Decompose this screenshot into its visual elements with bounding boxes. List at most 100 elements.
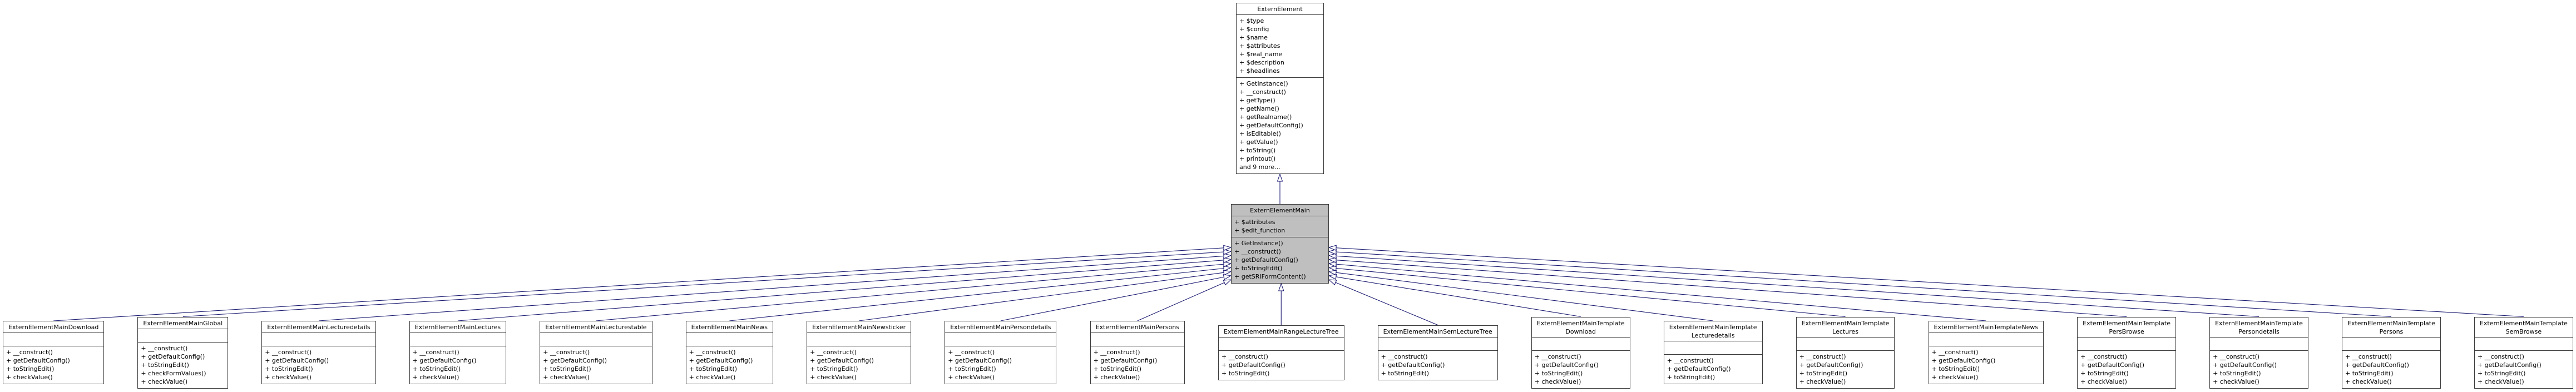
class-box[interactable]: ExternElementMainDownload + __construct(… [3, 321, 105, 384]
class-name: ExternElementMainTemplate Lectures [1801, 319, 1890, 335]
class-box[interactable]: ExternElementMainPersons + __construct()… [1090, 321, 1185, 384]
method-row: + getDefaultConfig() [689, 357, 753, 364]
method-row: + getDefaultConfig() [141, 353, 205, 360]
class-box[interactable]: ExternElementMainTemplate Persons + __co… [2342, 316, 2441, 389]
method-row: + __construct() [2477, 353, 2524, 360]
class-attributes: + $type+ $config+ $name+ $attributes+ $r… [1237, 14, 1323, 77]
class-methods: + __construct()+ getDefaultConfig()+ toS… [262, 346, 375, 384]
method-row: + getDefaultConfig() [6, 357, 70, 364]
inheritance-arrowhead [1328, 279, 1337, 286]
method-row: + __construct() [543, 349, 590, 356]
method-row: + GetInstance() [1239, 80, 1288, 87]
method-row: + __construct() [2345, 353, 2392, 360]
method-row: + __construct() [141, 344, 188, 352]
class-box[interactable]: ExternElementMainTemplate Lecturedetails… [1663, 321, 1763, 384]
method-row: + getDefaultConfig() [1234, 256, 1298, 264]
class-methods: + __construct()+ getDefaultConfig()+ toS… [409, 346, 506, 384]
attribute-row: + $type [1239, 17, 1264, 24]
class-attributes [3, 333, 104, 346]
class-name: ExternElementMainTemplate Lecturedetails [1669, 324, 1757, 339]
class-box[interactable]: ExternElementMainLecturedetails + __cons… [261, 321, 376, 384]
class-box[interactable]: ExternElementMainSemLectureTree + __cons… [1377, 325, 1498, 380]
inheritance-arrowhead [1328, 265, 1337, 271]
method-row: + getDefaultConfig() [265, 357, 329, 364]
method-row: + __construct() [1093, 349, 1140, 356]
inheritance-arrowhead [1328, 253, 1337, 259]
class-name: ExternElementMainPersons [1095, 324, 1179, 331]
class-name: ExternElementMainDownload [8, 324, 99, 331]
class-box[interactable]: ExternElementMainGlobal + __construct()+… [137, 316, 229, 389]
method-row: + checkValue() [2213, 378, 2259, 385]
method-row: + getDefaultConfig() [2213, 361, 2277, 369]
class-box[interactable]: ExternElementMainNewsticker + __construc… [807, 321, 912, 384]
class-box[interactable]: ExternElementMainTemplate Persondetails … [2209, 316, 2308, 389]
class-box[interactable]: ExternElementMainRangeLectureTree + __co… [1218, 325, 1344, 380]
method-row: + getDefaultConfig() [2477, 361, 2542, 369]
method-row: + getDefaultConfig() [948, 357, 1012, 364]
method-row: + checkValue() [1931, 374, 1979, 381]
attribute-row: + $attributes [1234, 219, 1275, 226]
class-attributes: + $attributes+ $edit_function [1232, 216, 1328, 237]
inheritance-edge [1336, 264, 1986, 321]
class-box[interactable]: ExternElementMainTemplate Lectures + __c… [1796, 316, 1895, 389]
class-methods: + __construct()+ getDefaultConfig()+ toS… [3, 346, 104, 384]
class-name: ExternElementMainTemplate Download [1536, 319, 1625, 335]
class-attributes [945, 333, 1056, 346]
method-row: + __construct() [810, 349, 857, 356]
method-row: + toStringEdit() [2213, 369, 2261, 377]
inheritance-arrowhead [1223, 249, 1232, 255]
attribute-row: + $headlines [1239, 67, 1280, 75]
class-methods: + __construct()+ getDefaultConfig()+ toS… [1090, 346, 1184, 384]
class-attributes [262, 333, 375, 346]
method-row: + getSRIFormContent() [1234, 273, 1306, 280]
method-row: + toStringEdit() [810, 365, 858, 373]
class-box[interactable]: ExternElementMainPersondetails + __const… [945, 321, 1057, 384]
method-row: + toStringEdit() [948, 365, 996, 373]
method-row: + getDefaultConfig() [810, 357, 874, 364]
method-row: + __construct() [1239, 88, 1286, 96]
method-row: + getValue() [1239, 138, 1278, 146]
class-box-extern-element[interactable]: ExternElement + $type+ $config+ $name+ $… [1236, 3, 1324, 174]
class-box[interactable]: ExternElementMainTemplateNews + __constr… [1928, 321, 2044, 384]
class-attributes [2078, 336, 2176, 350]
class-methods: + GetInstance()+ __construct()+ getDefau… [1232, 237, 1328, 283]
method-row: + toStringEdit() [2345, 369, 2394, 377]
method-row: + __construct() [1534, 353, 1581, 360]
class-box[interactable]: ExternElementMainTemplate SemBrowse + __… [2474, 316, 2573, 389]
class-box[interactable]: ExternElementMainLecturestable + __const… [540, 321, 652, 384]
class-methods: + __construct()+ getDefaultConfig()+ toS… [686, 346, 773, 384]
method-row: + __construct() [6, 349, 53, 356]
class-box[interactable]: ExternElementMainNews + __construct()+ g… [685, 321, 773, 384]
method-row: + toStringEdit() [1534, 369, 1583, 377]
inheritance-edge [53, 247, 1224, 321]
inheritance-arrowhead [1328, 274, 1337, 280]
method-row: + toStringEdit() [2080, 369, 2129, 377]
method-row: + getDefaultConfig() [1667, 365, 1731, 373]
method-row: + __construct() [1799, 353, 1846, 360]
class-methods: + __construct()+ getDefaultConfig()+ toS… [138, 341, 228, 388]
inheritance-arrowhead [1328, 261, 1337, 267]
class-box[interactable]: ExternElementMainTemplate Download + __c… [1531, 316, 1630, 389]
class-attributes [409, 333, 506, 346]
class-attributes [2342, 336, 2440, 350]
class-methods: + __construct()+ getDefaultConfig()+ toS… [1378, 350, 1497, 380]
method-row: + getDefaultConfig() [1931, 357, 1996, 364]
method-row: + checkValue() [6, 374, 53, 381]
class-box-extern-element-main[interactable]: ExternElementMain + $attributes+ $edit_f… [1231, 204, 1329, 284]
method-row: + __construct() [689, 349, 736, 356]
method-row: + getDefaultConfig() [1534, 361, 1599, 369]
class-box[interactable]: ExternElementMainLectures + __construct(… [409, 321, 507, 384]
method-row: + toStringEdit() [1931, 365, 1980, 373]
method-row: + checkValue() [412, 374, 459, 381]
method-row: + __construct() [1381, 353, 1428, 360]
method-row: + getDefaultConfig() [412, 357, 477, 364]
inheritance-edge [1336, 251, 2391, 317]
class-box[interactable]: ExternElementMainTemplate PersBrowse + _… [2077, 316, 2177, 389]
class-name: ExternElementMainLecturestable [545, 324, 647, 331]
class-name: ExternElementMainTemplate Persons [2347, 319, 2435, 335]
method-row: + checkValue() [1799, 378, 1846, 385]
class-attributes [1929, 333, 2044, 346]
attribute-row: + $real_name [1239, 51, 1283, 58]
class-methods: + __construct()+ getDefaultConfig()+ toS… [2078, 350, 2176, 388]
